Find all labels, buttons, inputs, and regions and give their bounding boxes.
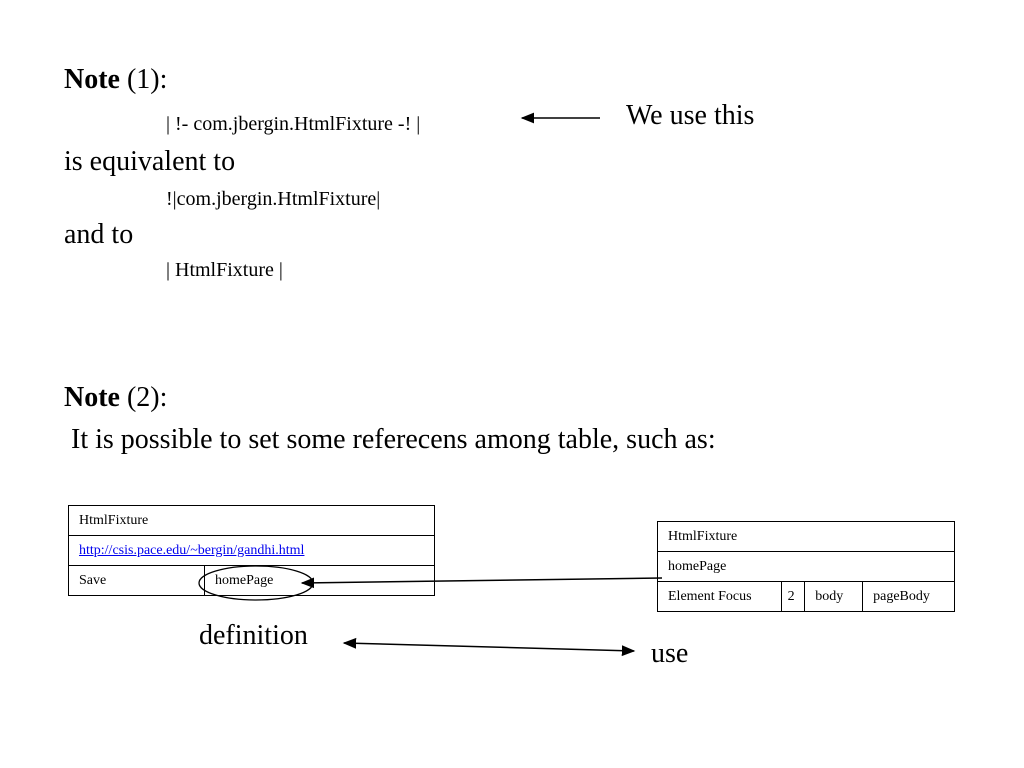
gandhi-page-link[interactable]: http://csis.pace.edu/~bergin/gandhi.html: [79, 542, 305, 558]
table-cell-url: http://csis.pace.edu/~bergin/gandhi.html: [68, 535, 435, 566]
table-cell-homepage: homePage: [204, 565, 435, 596]
note1-heading-bold: Note: [64, 64, 120, 95]
table-cell-homepage: homePage: [657, 551, 955, 582]
note1-heading-rest: (1):: [119, 64, 168, 95]
table-row: Element Focus 2 body pageBody: [657, 581, 955, 612]
table-cell-number: 2: [780, 581, 806, 612]
table-cell-body: body: [804, 581, 864, 612]
table-row: HtmlFixture: [68, 505, 435, 536]
equivalent-text: is equivalent to: [64, 146, 236, 177]
note2-description: It is possible to set some referecens am…: [71, 424, 716, 455]
table-row: HtmlFixture: [657, 521, 955, 552]
note2-heading-bold: Note: [64, 382, 120, 413]
definition-use-arrow: [342, 637, 636, 657]
table-cell-save: Save: [68, 565, 205, 596]
table-row: homePage: [657, 551, 955, 582]
and-to-text: and to: [64, 219, 134, 250]
note1-code-line-3: | HtmlFixture |: [166, 259, 283, 281]
table-row: Save homePage: [68, 565, 435, 596]
table-cell-pagebody: pageBody: [862, 581, 955, 612]
note2-heading-rest: (2):: [119, 382, 168, 413]
we-use-this-callout: We use this: [626, 100, 755, 131]
note2-heading: Note (2):: [64, 382, 167, 414]
definition-label: definition: [199, 620, 308, 651]
note1-code-line-1: | !- com.jbergin.HtmlFixture -! |: [166, 113, 421, 135]
note1-code-line-2: !|com.jbergin.HtmlFixture|: [166, 188, 381, 210]
table-cell-fixture: HtmlFixture: [657, 521, 955, 552]
use-label: use: [651, 638, 689, 669]
table-cell-element-focus: Element Focus: [657, 581, 782, 612]
fixture-table-use: HtmlFixture homePage Element Focus 2 bod…: [657, 521, 955, 612]
fixture-table-definition: HtmlFixture http://csis.pace.edu/~bergin…: [68, 505, 435, 596]
note1-heading: Note (1):: [64, 64, 167, 96]
table-row: http://csis.pace.edu/~bergin/gandhi.html: [68, 535, 435, 566]
table-cell-fixture: HtmlFixture: [68, 505, 435, 536]
